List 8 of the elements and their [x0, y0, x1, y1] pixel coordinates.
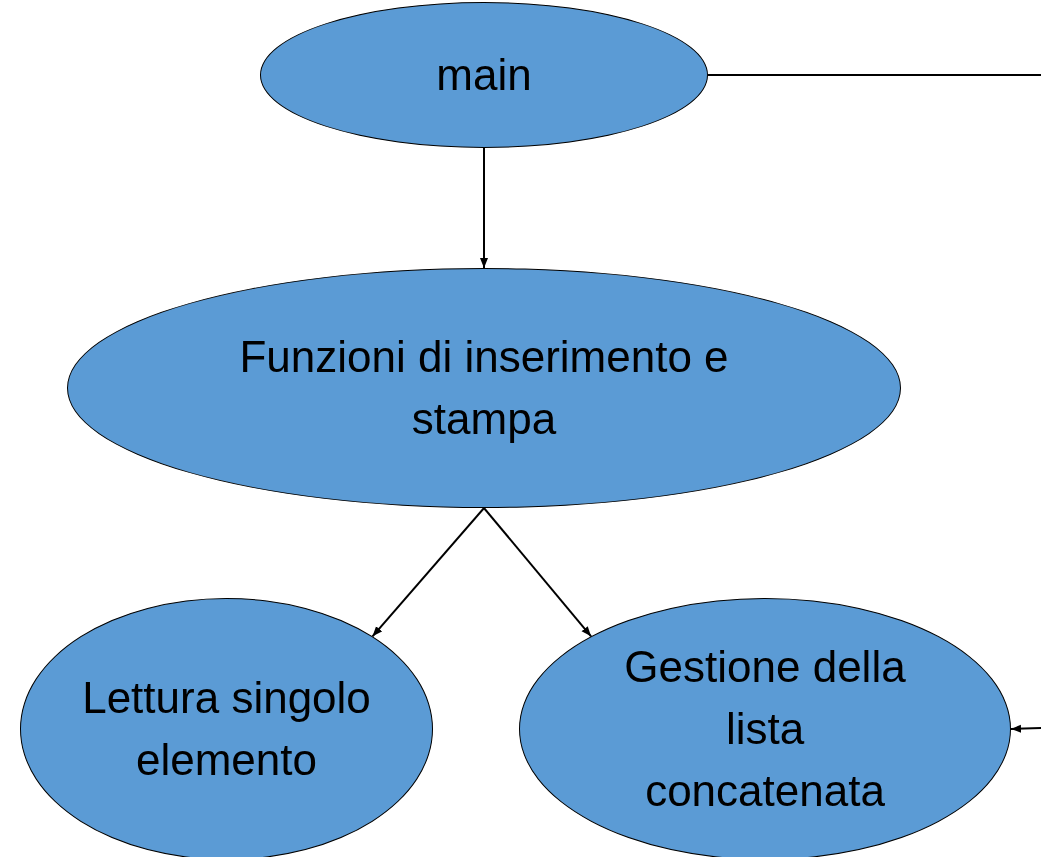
node-label: Gestione della lista concatenata	[623, 641, 907, 817]
node-label: main	[436, 49, 532, 101]
arrow	[707, 74, 1041, 733]
node-label: Funzioni di inserimento e stampa	[238, 331, 730, 445]
arrow	[371, 507, 485, 638]
arrow	[480, 147, 488, 269]
arrow	[483, 507, 593, 638]
node-label: Lettura singolo elemento	[81, 672, 372, 786]
